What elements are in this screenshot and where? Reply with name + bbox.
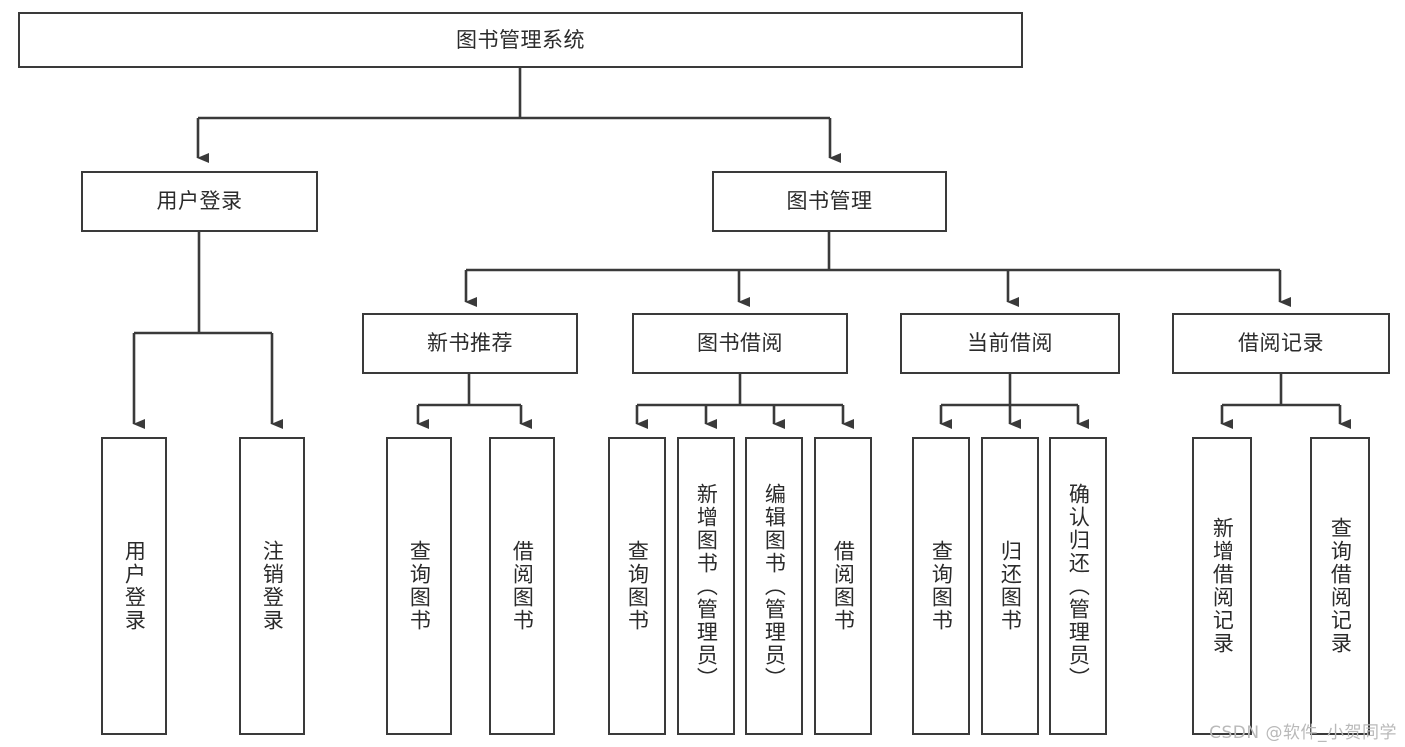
leaf-return-book[interactable]: 归还图书 <box>981 437 1039 735</box>
node-root[interactable]: 图书管理系统 <box>18 12 1023 68</box>
leaf-edit-book-admin-label: 编辑图书（管理员） <box>762 482 787 690</box>
leaf-add-borrow-record[interactable]: 新增借阅记录 <box>1192 437 1252 735</box>
leaf-add-borrow-record-label: 新增借阅记录 <box>1210 517 1235 655</box>
node-user-login-label: 用户登录 <box>156 189 243 214</box>
leaf-borrow-book-new[interactable]: 借阅图书 <box>489 437 555 735</box>
leaf-logout[interactable]: 注销登录 <box>239 437 305 735</box>
node-book-management-label: 图书管理 <box>786 189 873 214</box>
node-root-label: 图书管理系统 <box>456 27 585 52</box>
node-borrow-record-label: 借阅记录 <box>1238 331 1324 356</box>
leaf-borrow-book-label: 借阅图书 <box>831 540 856 632</box>
node-new-book-recommend-label: 新书推荐 <box>427 331 513 356</box>
leaf-query-book-current-label: 查询图书 <box>929 540 954 632</box>
leaf-return-book-label: 归还图书 <box>998 540 1023 632</box>
leaf-add-book-admin[interactable]: 新增图书（管理员） <box>677 437 735 735</box>
leaf-query-book-new-label: 查询图书 <box>407 540 432 632</box>
leaf-query-borrow-record[interactable]: 查询借阅记录 <box>1310 437 1370 735</box>
leaf-query-book-borrow-label: 查询图书 <box>625 540 650 632</box>
leaf-confirm-return-admin[interactable]: 确认归还（管理员） <box>1049 437 1107 735</box>
leaf-borrow-book[interactable]: 借阅图书 <box>814 437 872 735</box>
node-book-management[interactable]: 图书管理 <box>712 171 947 232</box>
node-current-borrow[interactable]: 当前借阅 <box>900 313 1120 374</box>
leaf-borrow-book-new-label: 借阅图书 <box>510 540 535 632</box>
leaf-user-login-label: 用户登录 <box>122 540 147 632</box>
leaf-user-login[interactable]: 用户登录 <box>101 437 167 735</box>
watermark: CSDN @软件_小贺同学 <box>1209 723 1397 743</box>
node-borrow-record[interactable]: 借阅记录 <box>1172 313 1390 374</box>
node-user-login[interactable]: 用户登录 <box>81 171 318 232</box>
node-book-borrow-label: 图书借阅 <box>697 331 783 356</box>
leaf-query-book-borrow[interactable]: 查询图书 <box>608 437 666 735</box>
leaf-query-book-current[interactable]: 查询图书 <box>912 437 970 735</box>
leaf-add-book-admin-label: 新增图书（管理员） <box>694 482 719 690</box>
leaf-query-book-new[interactable]: 查询图书 <box>386 437 452 735</box>
node-current-borrow-label: 当前借阅 <box>967 331 1053 356</box>
leaf-logout-label: 注销登录 <box>260 540 285 632</box>
node-book-borrow[interactable]: 图书借阅 <box>632 313 848 374</box>
leaf-edit-book-admin[interactable]: 编辑图书（管理员） <box>745 437 803 735</box>
leaf-query-borrow-record-label: 查询借阅记录 <box>1328 517 1353 655</box>
node-new-book-recommend[interactable]: 新书推荐 <box>362 313 578 374</box>
leaf-confirm-return-admin-label: 确认归还（管理员） <box>1066 482 1091 690</box>
